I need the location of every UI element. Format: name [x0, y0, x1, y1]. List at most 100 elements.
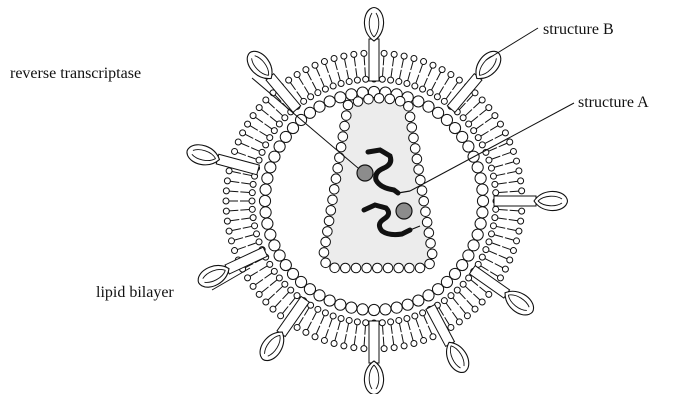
lipid-tail — [335, 332, 337, 341]
lipid-tail — [459, 292, 465, 299]
lipid-tail — [364, 337, 365, 346]
capsid-protein — [335, 153, 345, 163]
matrix-protein — [477, 195, 488, 206]
lipid-tail — [329, 75, 332, 83]
lipid-tail — [399, 70, 401, 79]
lipid-head — [312, 62, 318, 68]
lipid-head — [434, 94, 440, 100]
lipid-head — [420, 310, 426, 316]
spike-stem — [369, 321, 379, 363]
matrix-protein — [314, 101, 325, 112]
lipid-tail — [495, 134, 503, 138]
lipid-head — [448, 72, 454, 78]
lipid-head — [267, 261, 273, 267]
matrix-protein — [463, 141, 474, 152]
lipid-tail — [304, 87, 309, 95]
lipid-head — [404, 315, 410, 321]
lipid-head — [256, 157, 262, 163]
lipid-head — [288, 287, 294, 293]
lipid-head — [354, 77, 360, 83]
lipid-tail — [354, 336, 355, 345]
lipid-head — [303, 329, 309, 335]
lipid-head — [456, 319, 462, 325]
capsid-protein — [343, 100, 353, 110]
lipid-head — [361, 50, 367, 56]
lipid-head — [439, 67, 445, 73]
lipid-head — [493, 190, 499, 196]
lipid-tail — [465, 286, 472, 292]
lipid-tail — [473, 102, 480, 108]
lipid-tail — [282, 306, 288, 313]
spike-knob — [534, 191, 568, 210]
lipid-tail — [344, 59, 346, 68]
lipid-head — [514, 158, 520, 164]
lipid-head — [226, 168, 232, 174]
capsid-protein — [324, 216, 334, 226]
lipid-head — [488, 231, 494, 237]
glycoprotein-spike — [364, 8, 383, 82]
lipid-head — [519, 188, 525, 194]
lipid-tail — [432, 82, 436, 90]
glycoprotein-spike — [494, 191, 568, 210]
lipid-tail — [510, 210, 519, 211]
lipid-tail — [505, 238, 514, 240]
lipid-tail — [347, 323, 349, 332]
lipid-head — [427, 90, 433, 96]
capsid-protein — [362, 263, 372, 273]
capsid-protein — [328, 195, 338, 205]
matrix-protein — [262, 218, 273, 229]
capsid-protein — [331, 174, 341, 184]
lipid-head — [354, 319, 360, 325]
lipid-tail — [393, 336, 394, 345]
lipid-tail — [234, 238, 243, 240]
lipid-head — [256, 239, 262, 245]
capsid-protein — [319, 248, 329, 258]
lipid-tail — [424, 316, 428, 324]
lipid-tail — [479, 109, 486, 115]
lipid-tail — [437, 72, 441, 80]
lipid-head — [322, 310, 328, 316]
lipid-tail — [241, 143, 249, 147]
lipid-tail — [383, 56, 384, 65]
lipid-head — [224, 218, 230, 224]
lipid-head — [308, 94, 314, 100]
lipid-tail — [299, 77, 304, 85]
lipid-tail — [289, 298, 295, 305]
lipid-tail — [420, 64, 423, 72]
lipid-head — [252, 223, 258, 229]
lipid-tail — [485, 117, 492, 122]
lipid-head — [401, 343, 407, 349]
lipid-head — [256, 291, 262, 297]
lipid-tail — [452, 83, 457, 90]
lipid-head — [518, 178, 524, 184]
lipid-head — [492, 181, 498, 187]
lipid-tail — [364, 56, 365, 65]
glycoprotein-spike — [242, 47, 304, 116]
lipid-tail — [498, 218, 507, 219]
lipid-head — [270, 306, 276, 312]
matrix-protein — [472, 162, 483, 173]
lipid-head — [430, 334, 436, 340]
lipid-head — [479, 254, 485, 260]
lipid-head — [294, 293, 300, 299]
lipid-head — [456, 77, 462, 83]
matrix-protein — [262, 173, 273, 184]
lipid-head — [460, 115, 466, 121]
lipid-head — [510, 148, 516, 154]
lipid-head — [497, 275, 503, 281]
lipid-tail — [446, 303, 451, 310]
lipid-head — [466, 121, 472, 127]
capsid-protein — [374, 93, 384, 103]
lipid-head — [441, 98, 447, 104]
lipid-tail — [453, 298, 459, 305]
lipid-tail — [479, 287, 486, 293]
lipid-tail — [391, 68, 392, 77]
lipid-tail — [275, 300, 281, 307]
capsid-protein — [394, 263, 404, 273]
lipid-tail — [411, 332, 413, 341]
lipid-tail — [232, 229, 241, 231]
lipid-head — [486, 291, 492, 297]
lipid-tail — [496, 226, 505, 228]
capsid-protein — [373, 263, 383, 273]
lipid-head — [507, 257, 513, 263]
